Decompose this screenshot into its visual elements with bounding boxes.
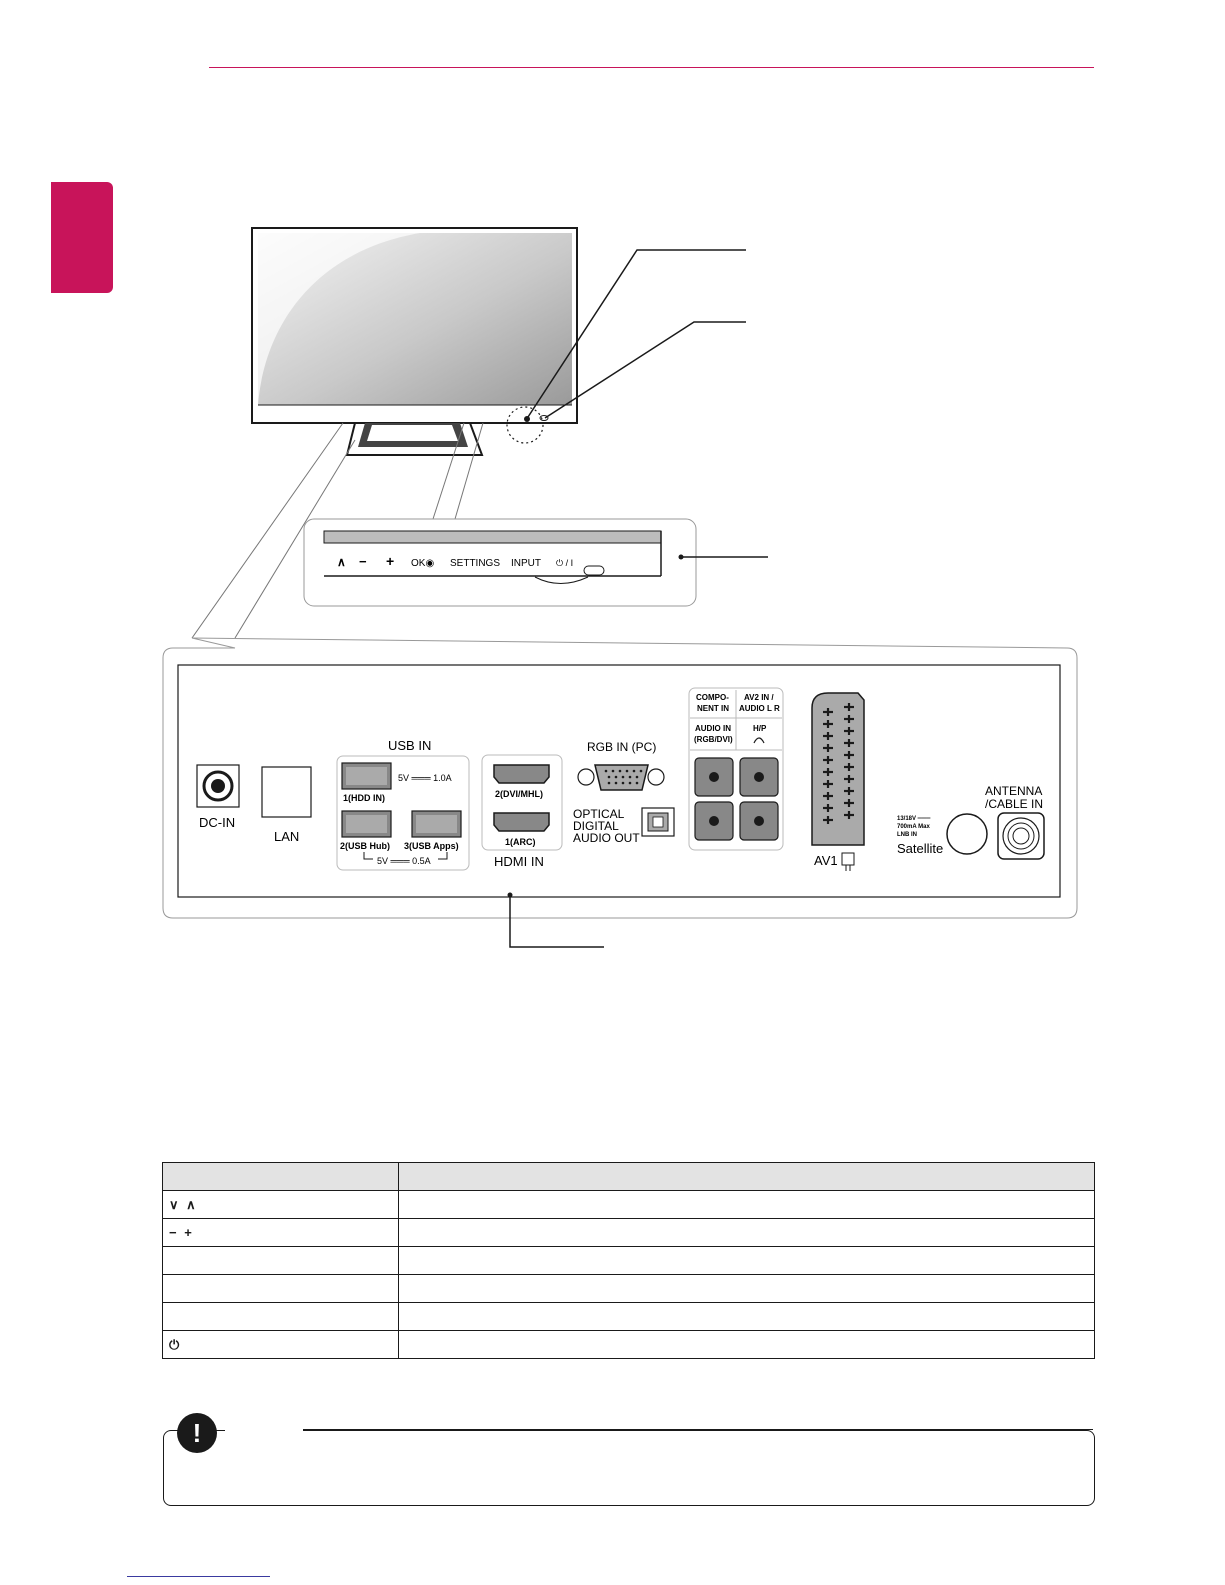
headphone-icon: [753, 737, 765, 744]
table-row: [162, 1246, 1095, 1275]
power-button-label: ⏻ / I: [556, 558, 573, 568]
optical-label-3: AUDIO OUT: [573, 831, 640, 845]
power-icon-cell: ⏻: [162, 1330, 399, 1359]
table-row: ⏻: [162, 1330, 1095, 1359]
table-cell: [162, 1302, 399, 1331]
table-cell: [398, 1218, 1095, 1247]
av2-label-2: AUDIO L R: [739, 704, 780, 713]
table-row: [162, 1302, 1095, 1331]
component-label-1: COMPO-: [696, 693, 729, 702]
usb-rating-bottom: 5V ═══ 0.5A: [377, 856, 431, 866]
note-title-rule: [303, 1429, 1093, 1430]
header-rule: [209, 67, 1094, 68]
audio-in-label-1: AUDIO IN: [695, 724, 731, 733]
optical-label-1: OPTICAL: [573, 807, 625, 821]
hdmi-in-label: HDMI IN: [494, 854, 544, 869]
button-description-table: ∨ ∧ − + ⏻: [162, 1162, 1095, 1359]
table-header-row: [162, 1162, 1095, 1191]
usb-rating-top: 5V ═══ 1.0A: [398, 773, 452, 783]
sat-rating-1: 13/18V ═══: [897, 816, 931, 822]
usb3-label: 3(USB Apps): [404, 841, 459, 851]
rear-panel: DC-IN LAN USB IN 5V ═══ 1.0A 1(HDD IN) 2…: [162, 637, 1078, 948]
hdmi2-label: 2(DVI/MHL): [495, 789, 543, 799]
usb-in-label: USB IN: [388, 738, 431, 753]
av1-label: AV1: [814, 853, 838, 868]
channel-icon-cell: ∨ ∧: [162, 1190, 399, 1219]
button-strip-callout: ∧ − + OK◉ SETTINGS INPUT ⏻ / I: [303, 518, 768, 607]
optical-label-2: DIGITAL: [573, 819, 619, 833]
dc-in-label: DC-IN: [199, 815, 235, 830]
audio-in-label-2: (RGB/DVI): [694, 735, 733, 744]
language-side-tab: [51, 182, 113, 293]
table-header-cell: [398, 1162, 1095, 1191]
antenna-label-1: ANTENNA: [985, 784, 1042, 798]
table-cell: [398, 1274, 1095, 1303]
ok-button-label: OK◉: [411, 558, 434, 569]
antenna-label-2: /CABLE IN: [985, 797, 1043, 811]
tv-front: [251, 227, 746, 456]
scart-pins: [823, 703, 854, 824]
table-row: ∨ ∧: [162, 1190, 1095, 1219]
plus-button-label: +: [386, 553, 394, 569]
tv-illustration: ∧ − + OK◉ SETTINGS INPUT ⏻ / I DC-IN LAN…: [162, 227, 1078, 948]
note-gap: [225, 1429, 303, 1432]
hdmi1-label: 1(ARC): [505, 837, 536, 847]
table-cell: [398, 1330, 1095, 1359]
rgb-in-label: RGB IN (PC): [587, 740, 656, 754]
satellite-label: Satellite: [897, 841, 943, 856]
volume-icon-cell: − +: [162, 1218, 399, 1247]
hp-label: H/P: [753, 724, 767, 733]
sat-rating-2: 700mA Max: [897, 824, 930, 830]
component-label-2: NENT IN: [697, 704, 729, 713]
lan-label: LAN: [274, 829, 299, 844]
settings-button-label: SETTINGS: [450, 558, 500, 569]
note-icon: !: [177, 1413, 217, 1453]
table-cell: [162, 1274, 399, 1303]
minus-button-label: −: [359, 554, 367, 569]
up-button-label: ∧: [337, 555, 346, 569]
sat-rating-3: LNB IN: [897, 832, 917, 838]
table-cell: [162, 1246, 399, 1275]
audio-jacks: [694, 757, 779, 841]
table-row: − +: [162, 1218, 1095, 1247]
table-row: [162, 1274, 1095, 1303]
input-button-label: INPUT: [511, 558, 541, 569]
usb1-label: 1(HDD IN): [343, 793, 385, 803]
note-box: [163, 1430, 1095, 1506]
table-header-cell: [162, 1162, 399, 1191]
table-cell: [398, 1190, 1095, 1219]
footer-link-rule: [127, 1576, 270, 1577]
av2-label-1: AV2 IN /: [744, 693, 774, 702]
usb2-label: 2(USB Hub): [340, 841, 390, 851]
table-cell: [398, 1302, 1095, 1331]
table-cell: [398, 1246, 1095, 1275]
